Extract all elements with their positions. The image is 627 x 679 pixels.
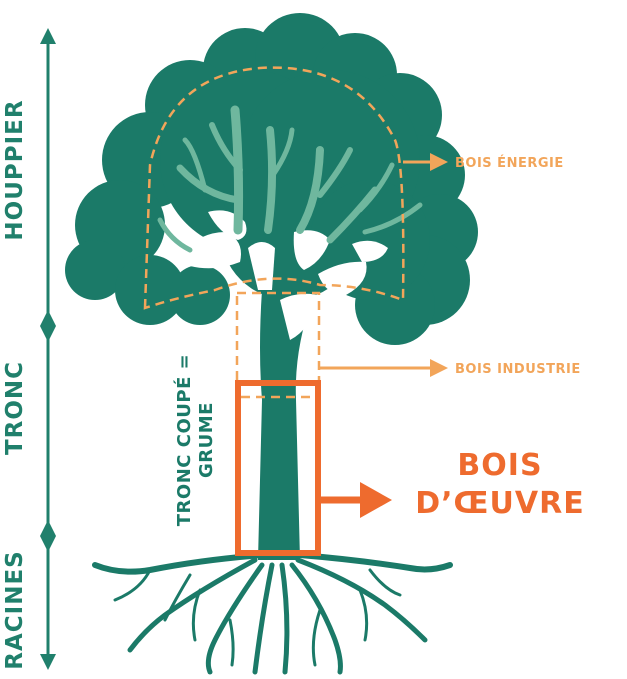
scale-tick-lower-a	[40, 520, 56, 536]
zone-bois-oeuvre	[235, 380, 321, 556]
label-bois-oeuvre-line1: BOIS	[457, 448, 542, 483]
tree-crown	[65, 13, 478, 345]
label-houppier: HOUPPIER	[2, 99, 28, 240]
label-bois-oeuvre-line2: D’ŒUVRE	[415, 486, 584, 521]
tree-roots	[92, 552, 453, 675]
zone-bois-industrie	[235, 291, 321, 399]
height-scale	[40, 28, 56, 670]
scale-arrow-top	[40, 28, 56, 44]
label-grume: GRUME	[196, 402, 217, 478]
label-bois-energie: BOIS ÉNERGIE	[455, 155, 564, 171]
scale-tick-upper-b	[40, 326, 56, 342]
arrow-bois-energie	[403, 153, 448, 171]
label-tronc: TRONC	[2, 361, 28, 455]
label-bois-industrie: BOIS INDUSTRIE	[455, 362, 581, 377]
arrow-bois-oeuvre	[318, 482, 392, 518]
scale-arrow-bottom	[40, 654, 56, 670]
arrow-bois-industrie	[319, 359, 448, 377]
label-racines: RACINES	[2, 550, 28, 669]
tree-trunk	[258, 290, 312, 560]
crown-branches	[157, 105, 423, 253]
label-tronc-coupe: TRONC COUPÉ =	[173, 354, 195, 526]
scale-tick-lower-b	[40, 536, 56, 552]
scale-tick-upper-a	[40, 310, 56, 326]
zone-bois-energie	[143, 66, 405, 310]
